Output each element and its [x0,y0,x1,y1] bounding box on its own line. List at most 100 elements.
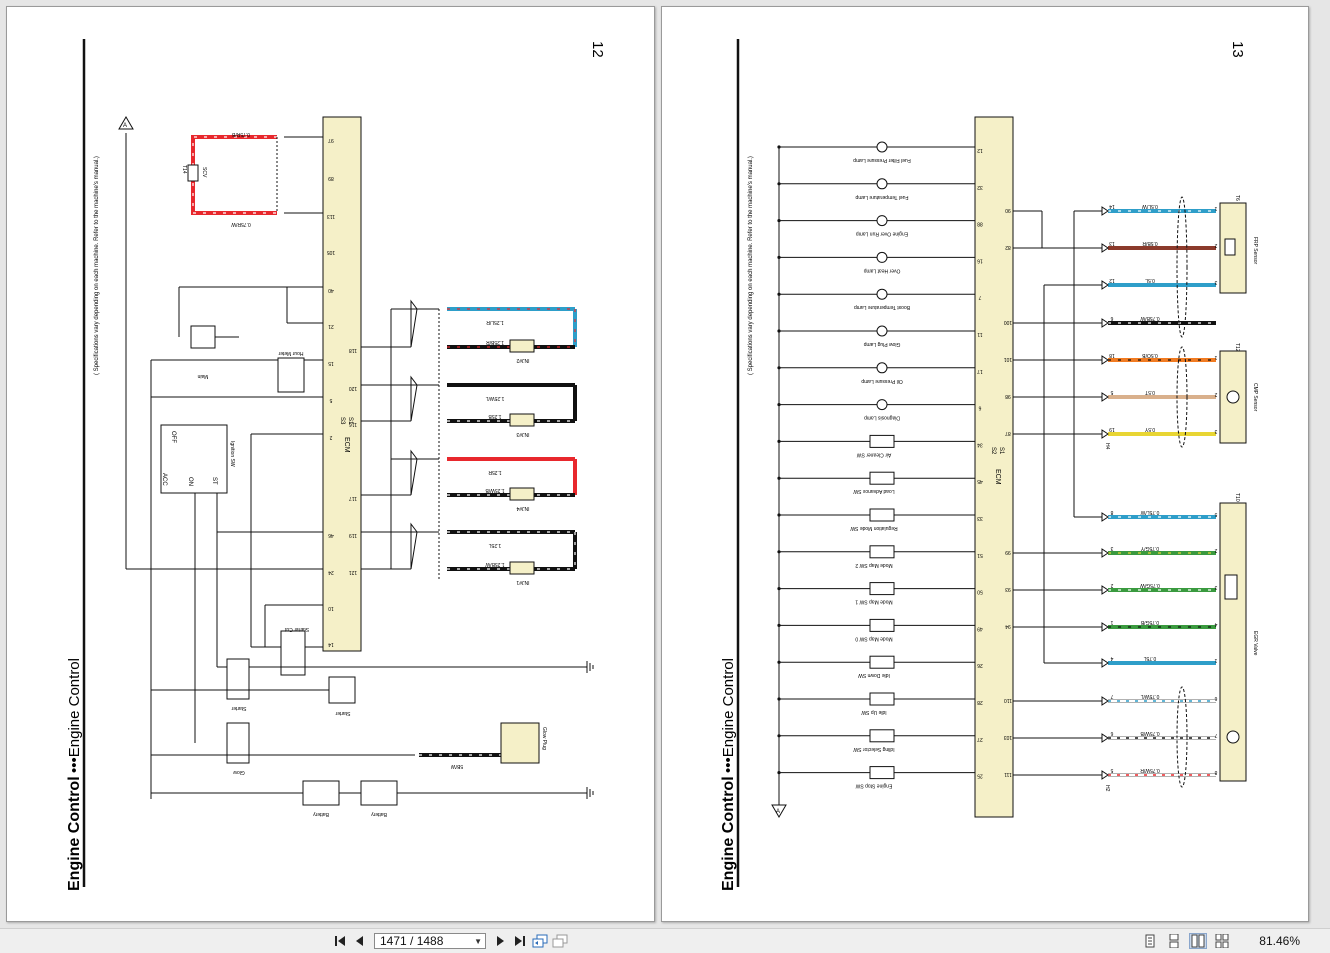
ecm-pin-right: 120 [349,385,358,391]
ecm-label: ECM [343,437,350,453]
last-page-icon [515,936,525,946]
switch-icon [869,508,895,522]
connector-pin: 8 [1110,509,1113,515]
previous-page-button[interactable] [350,932,370,950]
wire-label: 0.75W/L [1140,693,1159,699]
ecm-pin-left: 14 [328,641,334,647]
switch-pin: 27 [977,736,983,742]
previous-page-icon [356,936,363,946]
wire-label: 1.25B/W [485,561,504,567]
sensor-pin: 3 [1214,584,1217,590]
wire-label: 0.75W/R [1140,767,1160,773]
switch-icon [869,582,895,596]
connector-t12: T12 [1234,343,1240,352]
switch-label: Idle Down SW [858,672,890,678]
wire-label: 0.75L [1144,655,1157,661]
arrow-label-right: A [776,809,780,815]
switch-label: Engine Stop SW [855,783,892,789]
go-forward-view-button[interactable] [550,932,570,950]
go-back-view-button[interactable] [530,932,550,950]
ignition-st: ST [211,477,217,485]
sensor-pin: 3 [1214,428,1217,434]
ecm-sub1: S1 [347,417,353,425]
lamp-pin: 32 [977,184,983,190]
next-page-icon [497,936,504,946]
right-page: Engine Control •••Engine Control ( Speci… [661,6,1309,922]
switch-pin: 25 [977,773,983,779]
frp-sensor-label: FRP Sensor [1252,237,1258,264]
sensor-wire: 0.75L 4 1 [1101,655,1217,668]
page-title-rest-right: •••Engine Control [720,658,737,773]
wire-label-scv-bot: 0.75R/W [231,221,251,227]
zoom-level[interactable]: 81.46% [1259,934,1300,948]
wire-label: 0.5L [1145,277,1155,283]
next-page-button[interactable] [490,932,510,950]
chevron-down-icon[interactable]: ▼ [474,936,482,946]
single-page-view-button[interactable] [1141,933,1159,949]
sensor-pin: 3 [1214,279,1217,285]
switch-icon [869,655,895,669]
wire-label: 0.5L/W [1142,203,1158,209]
starter-relay [226,658,250,700]
ecm-pin-left: 97 [328,137,334,143]
go-back-view-icon [532,934,548,948]
first-page-button[interactable] [330,932,350,950]
wiring-diagram-right: Engine Control •••Engine Control ( Speci… [720,39,1258,891]
continuous-page-icon [1169,934,1179,948]
connector-pin: 6 [1110,730,1113,736]
wire-label: 0.75L/W [1140,509,1159,515]
ecm-block-right [974,116,1014,818]
page-number-input[interactable]: 1471 / 1488 ▼ [374,933,486,949]
continuous-facing-view-button[interactable] [1213,933,1231,949]
connector-h2: H2 [1104,785,1110,792]
lamp-label: Glow Plug Lamp [863,341,900,347]
injector-label: INJ#1 [516,579,529,585]
sensor-pin: 6 [1214,695,1217,701]
facing-view-button[interactable] [1189,933,1207,949]
connector-pin: 1 [1110,619,1113,625]
connector-pin: 4 [1110,655,1113,661]
ignition-acc: ACC [161,473,167,486]
lamp-label: Fuel Temperature Lamp [855,194,908,200]
ecm-pin-left: 89 [328,175,334,181]
ecm-pin-right: 99 [1005,549,1011,555]
last-page-button[interactable] [510,932,530,950]
ignition-sw-label: Ignition SW [229,441,235,467]
switch-pin: 49 [977,625,983,631]
connector-pin: 14 [1109,203,1115,209]
sensor-pin: 1 [1214,657,1217,663]
injector [509,339,535,353]
switch-icon [869,766,895,780]
switch-label: Mode Map SW 1 [855,599,892,605]
connector-pin: 2 [1110,582,1113,588]
page-title-bold-right: Engine Control [720,776,737,891]
ecm-pin-right: 98 [1005,393,1011,399]
lamp-label: Diagnosis Lamp [864,415,900,421]
ecm-block [322,116,362,652]
switch-label: Load Advance SW [853,488,894,494]
starter-relay-label: Starter [231,705,246,711]
connector-pin: 12 [1109,277,1115,283]
injector-label: INJ#2 [516,357,529,363]
connector-t10: T10 [1234,493,1240,502]
continuous-view-button[interactable] [1165,933,1183,949]
go-forward-view-icon [552,934,568,948]
main-label: Main [197,373,208,379]
starter-motor [328,676,356,704]
switch-row: Mode Map SW 251 [777,545,983,568]
switch-icon [869,545,895,559]
switch-icon [869,471,895,485]
wire-label-glow: 5B/W [451,763,464,769]
ecm-pin-right: 116 [349,421,357,427]
ecm-pin-left: 105 [327,249,336,255]
